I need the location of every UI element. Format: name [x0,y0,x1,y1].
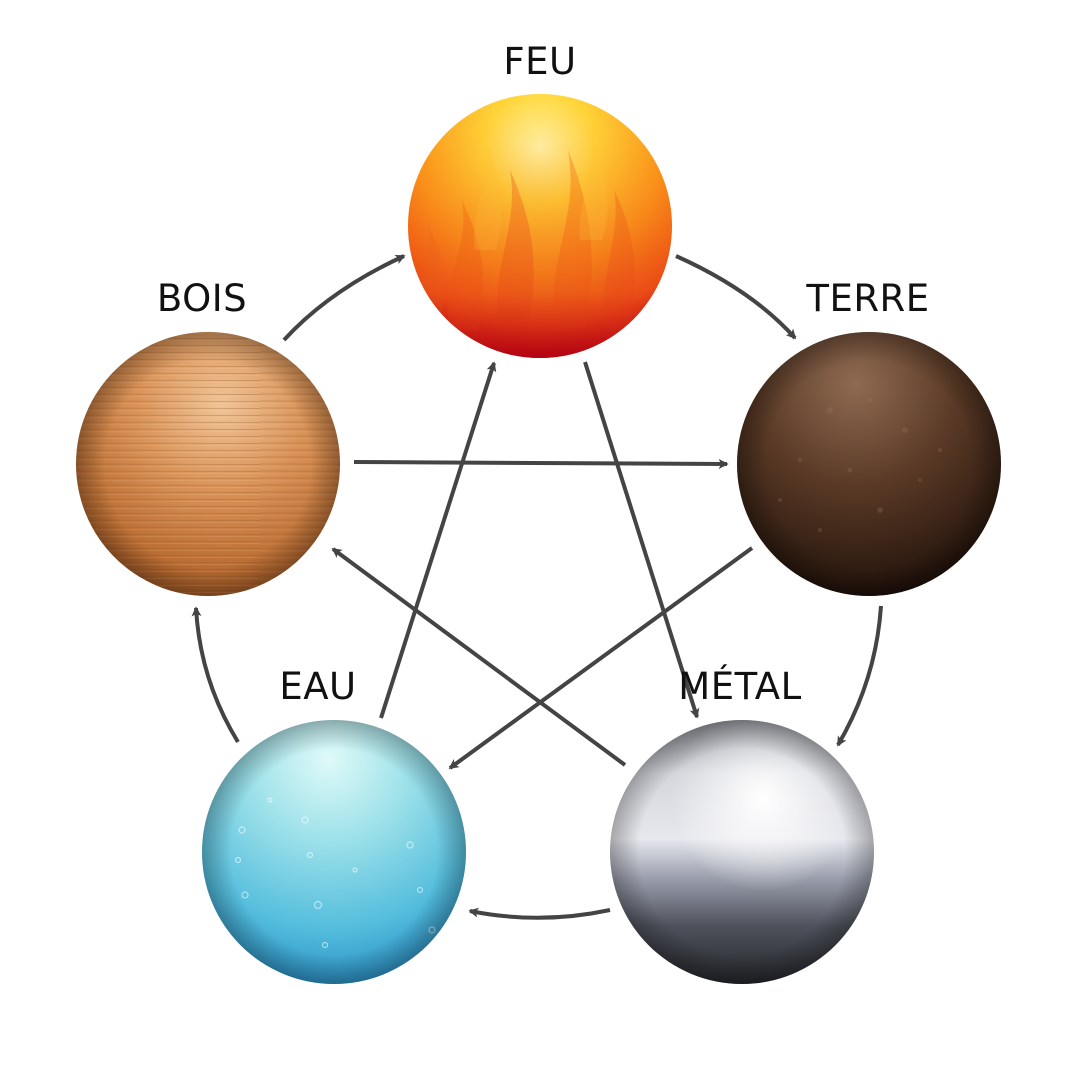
arrows-layer [191,254,883,920]
sphere-bois [76,332,340,596]
arrow-metal-to-bois [331,547,627,767]
arrow-bois-to-terre [353,458,729,469]
label-feu: FEU [503,40,577,83]
sphere-eau [202,720,466,984]
label-bois: BOIS [156,277,248,320]
arrow-eau-to-bois [191,606,240,744]
sphere-feu [408,94,672,358]
arrow-terre-to-eau [448,546,754,770]
label-terre: TERRE [806,277,930,320]
arrow-eau-to-feu [379,361,497,719]
arrow-metal-to-eau [468,907,611,920]
arrow-terre-to-metal [836,605,883,747]
label-metal: MÉTAL [678,665,802,708]
label-eau: EAU [279,665,357,708]
sphere-metal [610,720,874,984]
arrow-feu-to-terre [675,254,797,340]
flames-texture [408,94,672,358]
arrow-bois-to-feu [282,254,406,342]
sphere-terre [737,332,1001,596]
arrow-feu-to-metal [583,361,700,719]
